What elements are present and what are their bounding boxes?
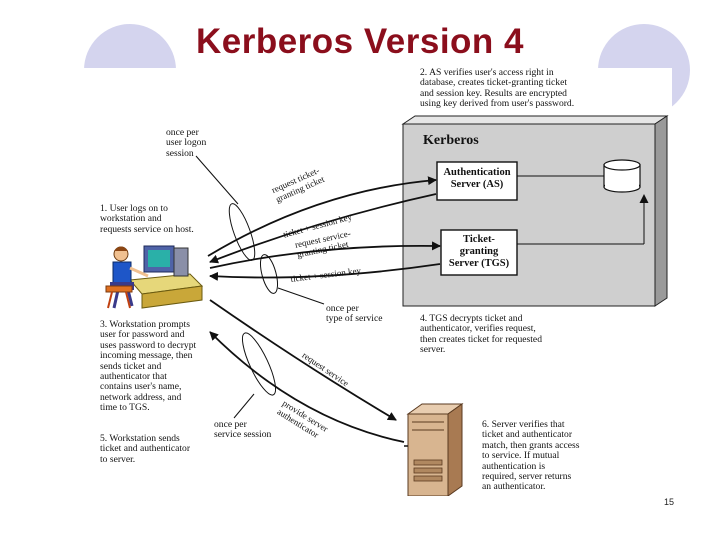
ellipse-service-type: [259, 254, 279, 294]
as-box: [436, 161, 518, 201]
step-1-text: 1. User logs on to workstation and reque…: [100, 203, 194, 235]
step-5-text: 5. Workstation sends ticket and authenti…: [100, 433, 191, 465]
kerberos-title: Kerberos: [423, 133, 479, 148]
workstation-icon: [105, 245, 204, 309]
note-once-per-logon: once per user logon session: [166, 127, 207, 159]
as-label: Authentication Server (AS): [443, 167, 511, 190]
step-3-text: 3. Workstation prompts user for password…: [100, 319, 197, 414]
page-number: 15: [664, 497, 675, 507]
slide-title: Kerberos Version 4: [195, 22, 525, 61]
arrow-ticket-session-key-2: [209, 263, 441, 281]
step-4-text: 4. TGS decrypts ticket and authenticator…: [420, 313, 542, 356]
tgs-box: [440, 229, 518, 276]
ellipse-logon-session: [228, 203, 256, 261]
diagram-graphics: [105, 115, 669, 496]
pointer-service-type: [277, 287, 325, 305]
arrow-ticket-session-key-1: [209, 193, 437, 264]
ellipse-service-session: [241, 332, 277, 396]
pointer-logon-session: [195, 155, 239, 205]
arrow-request-tgt: [207, 176, 437, 257]
arrow-request-service: [209, 299, 397, 421]
note-once-per-service-type: once per type of service: [326, 303, 383, 325]
note-once-per-service-session: once per service session: [214, 419, 272, 441]
tgs-label: Ticket- granting Server (TGS): [448, 234, 510, 269]
step-2-text: 2. AS verifies user's access right in da…: [420, 67, 575, 110]
arrow-request-service-gt: [209, 241, 441, 269]
server-icon: [404, 403, 464, 496]
step-6-text: 6. Server verifies that ticket and authe…: [482, 419, 580, 493]
pointer-service-session: [233, 393, 255, 419]
arrow-provide-authenticator: [209, 331, 405, 443]
kerberos-diagram: Kerberos Authentication Server (AS) Tick…: [78, 67, 672, 496]
database-icon: [603, 159, 641, 193]
